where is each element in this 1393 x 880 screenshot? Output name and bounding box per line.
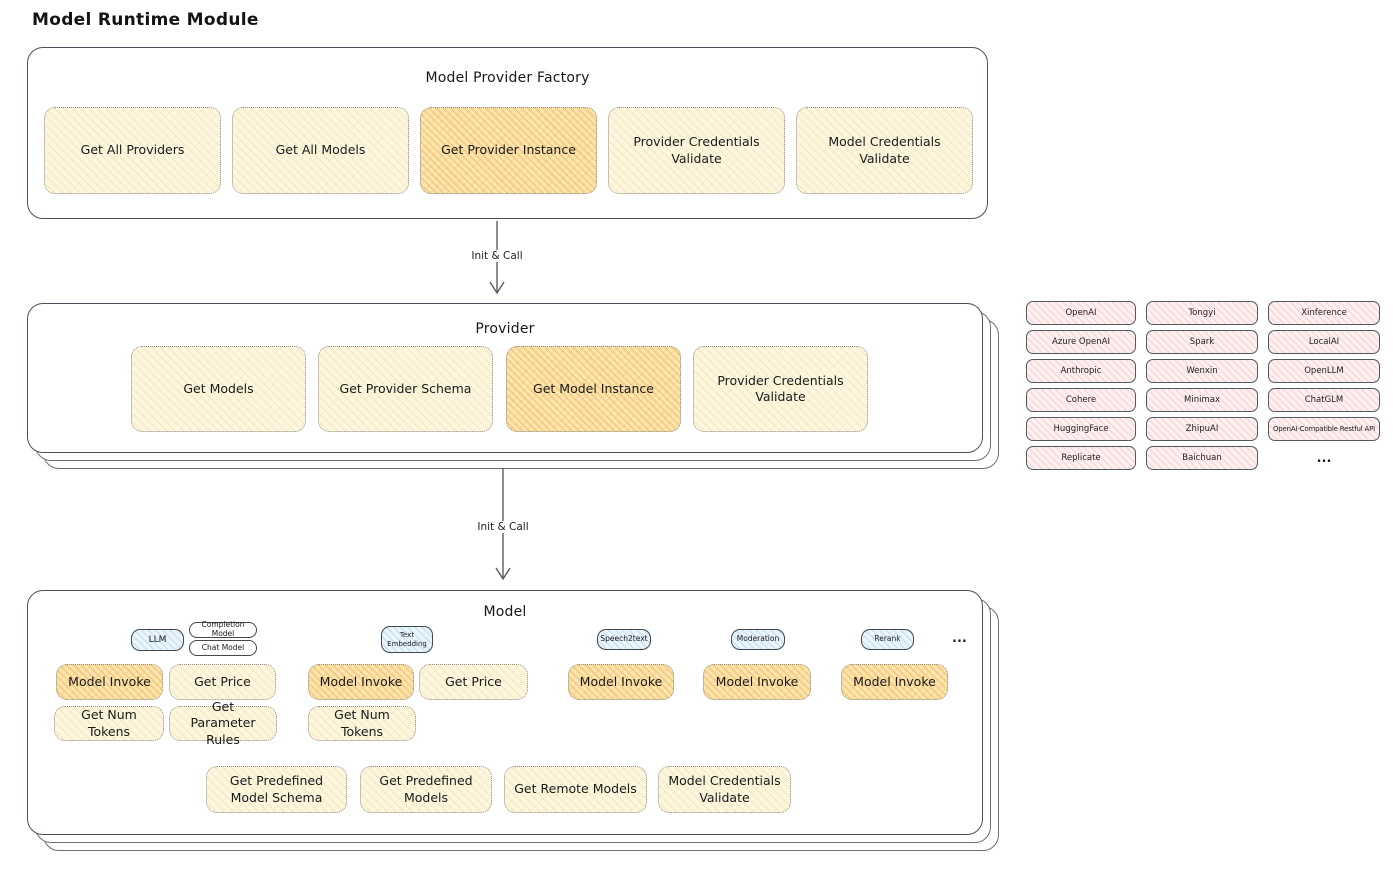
node-get-predefined-models: Get Predefined Models — [360, 766, 492, 813]
provider-more-ellipsis: ... — [1316, 450, 1332, 466]
provider-list: OpenAI Tongyi Xinference Azure OpenAI Sp… — [1026, 301, 1380, 470]
provider-openai: OpenAI — [1026, 301, 1136, 325]
provider-baichuan: Baichuan — [1146, 446, 1258, 470]
provider-azure-openai: Azure OpenAI — [1026, 330, 1136, 354]
factory-panel: Model Provider Factory Get All Providers… — [27, 47, 988, 219]
node-provider-credentials-validate-2: Provider Credentials Validate — [693, 346, 868, 432]
provider-localai: LocalAI — [1268, 330, 1380, 354]
arrow-label-init-call-2: Init & Call — [472, 521, 534, 533]
node-get-parameter-rules: Get Parameter Rules — [169, 699, 277, 747]
tab-text-embedding: Text Embedding — [381, 626, 433, 653]
node-get-price-text-embedding: Get Price — [419, 664, 528, 700]
page-title: Model Runtime Module — [32, 10, 259, 30]
node-get-predefined-model-schema: Get Predefined Model Schema — [206, 766, 347, 813]
node-get-price-llm: Get Price — [169, 664, 276, 700]
node-model-invoke-llm: Model Invoke — [56, 664, 163, 700]
arrow-label-init-call-1: Init & Call — [466, 250, 528, 262]
model-title: Model — [483, 604, 527, 620]
provider-openai-compatible: OpenAI-Compatible Restful API — [1268, 417, 1380, 441]
node-model-credentials-validate-2: Model Credentials Validate — [658, 766, 791, 813]
factory-title: Model Provider Factory — [425, 70, 590, 86]
node-model-invoke-rerank: Model Invoke — [841, 664, 948, 700]
provider-wenxin: Wenxin — [1146, 359, 1258, 383]
node-get-provider-schema: Get Provider Schema — [318, 346, 493, 432]
tab-speech2text: Speech2text — [597, 629, 651, 650]
node-model-invoke-moderation: Model Invoke — [703, 664, 811, 700]
provider-anthropic: Anthropic — [1026, 359, 1136, 383]
provider-xinference: Xinference — [1268, 301, 1380, 325]
provider-cohere: Cohere — [1026, 388, 1136, 412]
tab-rerank: Rerank — [861, 629, 914, 650]
provider-tongyi: Tongyi — [1146, 301, 1258, 325]
tab-completion-model: Completion Model — [189, 621, 257, 638]
node-get-models: Get Models — [131, 346, 306, 432]
tabs-more-ellipsis: ... — [952, 631, 967, 646]
node-get-remote-models: Get Remote Models — [504, 766, 647, 813]
node-model-invoke-speech2text: Model Invoke — [568, 664, 674, 700]
provider-minimax: Minimax — [1146, 388, 1258, 412]
provider-spark: Spark — [1146, 330, 1258, 354]
provider-title: Provider — [475, 321, 535, 337]
node-get-provider-instance: Get Provider Instance — [420, 107, 597, 194]
node-model-credentials-validate: Model Credentials Validate — [796, 107, 973, 194]
tab-chat-model: Chat Model — [189, 640, 257, 656]
provider-chatglm: ChatGLM — [1268, 388, 1380, 412]
node-get-num-tokens-text-embedding: Get Num Tokens — [308, 706, 416, 741]
tab-llm: LLM — [131, 629, 184, 651]
node-model-invoke-text-embedding: Model Invoke — [308, 664, 414, 700]
model-panel: Model LLM Completion Model Chat Model Te… — [27, 590, 983, 835]
node-get-all-providers: Get All Providers — [44, 107, 221, 194]
provider-huggingface: HuggingFace — [1026, 417, 1136, 441]
node-get-num-tokens-llm: Get Num Tokens — [54, 706, 164, 741]
provider-openllm: OpenLLM — [1268, 359, 1380, 383]
provider-replicate: Replicate — [1026, 446, 1136, 470]
node-get-all-models: Get All Models — [232, 107, 409, 194]
node-get-model-instance: Get Model Instance — [506, 346, 681, 432]
provider-panel: Provider Get Models Get Provider Schema … — [27, 303, 983, 453]
node-provider-credentials-validate: Provider Credentials Validate — [608, 107, 785, 194]
provider-zhipuai: ZhipuAI — [1146, 417, 1258, 441]
tab-moderation: Moderation — [731, 629, 785, 650]
